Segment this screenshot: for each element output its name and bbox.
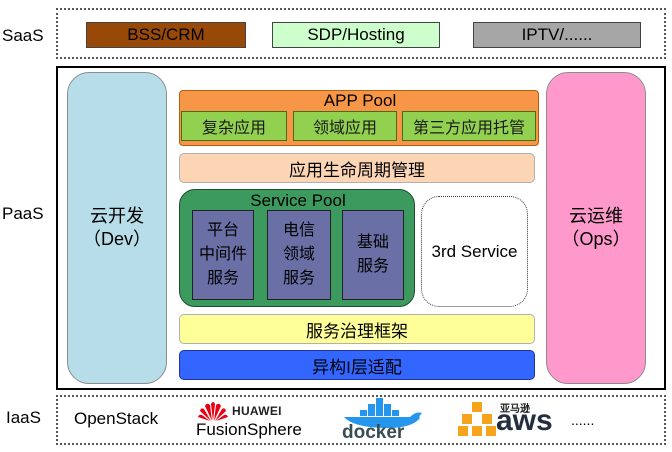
app-pool-title: APP Pool [323, 91, 397, 110]
ops-sublabel: （Ops） [561, 229, 631, 249]
service-text: 领域 [282, 246, 315, 263]
app-pool: APP Pool 复杂应用 领域应用 第三方应用托管 [179, 90, 539, 146]
app-lifecycle-management-bar: 应用生命周期管理 [179, 153, 535, 183]
service-text: 服务 [206, 270, 239, 287]
telecom-domain-service-box: 电信 领域 服务 [267, 210, 331, 300]
ops-label: 云运维 [569, 205, 623, 226]
paas-layer-label: PaaS [2, 204, 44, 223]
saas-layer-label: SaaS [2, 26, 44, 45]
huawei-brand-text: HUAWEI [232, 404, 282, 418]
domain-app-box: 领域应用 [293, 111, 397, 141]
openstack-label: OpenStack [74, 409, 159, 428]
service-pool: Service Pool 平台 中间件 服务 电信 领域 服务 基础 服务 [179, 189, 415, 307]
service-text: 服务 [282, 270, 315, 287]
huawei-flower-icon [198, 402, 228, 421]
service-text: 服务 [356, 258, 389, 275]
service-text: 基础 [356, 234, 389, 251]
third-party-hosting-box: 第三方应用托管 [402, 111, 536, 141]
docker-whale-icon [344, 398, 422, 428]
aws-wordmark: aws [496, 404, 553, 437]
saas-frame [56, 8, 666, 59]
platform-middleware-service-box: 平台 中间件 服务 [192, 210, 254, 300]
more-providers-ellipsis: ...... [571, 412, 595, 428]
aws-cubes-icon [458, 402, 496, 436]
cloud-ops-pillar: 云运维 （Ops） [546, 72, 646, 384]
iptv-box: IPTV/...... [473, 22, 641, 48]
third-service-box: 3rd Service [421, 196, 528, 307]
huawei-logo: HUAWEI FusionSphere [196, 398, 326, 442]
dev-sublabel: （Dev） [82, 229, 151, 249]
paas-frame [56, 66, 666, 390]
service-pool-title: Service Pool [250, 191, 346, 210]
aws-logo: 亚马逊 aws [458, 398, 558, 442]
sdp-hosting-box: SDP/Hosting [272, 22, 440, 48]
iaas-layer-label: IaaS [6, 408, 41, 427]
docker-logo: docker [338, 398, 438, 444]
aws-chinese-label: 亚马逊 [500, 404, 530, 415]
iaas-frame [56, 395, 666, 445]
service-text: 电信 [282, 222, 315, 239]
dev-label: 云开发 [90, 205, 144, 226]
service-text: 中间件 [198, 246, 247, 263]
bss-crm-box: BSS/CRM [86, 22, 246, 48]
heterogeneous-iaas-adaptation-bar: 异构I层适配 [179, 350, 535, 380]
basic-service-box: 基础 服务 [342, 210, 404, 300]
service-governance-bar: 服务治理框架 [179, 314, 535, 344]
fusionsphere-label: FusionSphere [196, 420, 302, 439]
service-text: 平台 [206, 222, 239, 239]
docker-wordmark: docker [342, 422, 405, 443]
cloud-dev-pillar: 云开发 （Dev） [67, 72, 167, 384]
complex-app-box: 复杂应用 [181, 111, 287, 141]
